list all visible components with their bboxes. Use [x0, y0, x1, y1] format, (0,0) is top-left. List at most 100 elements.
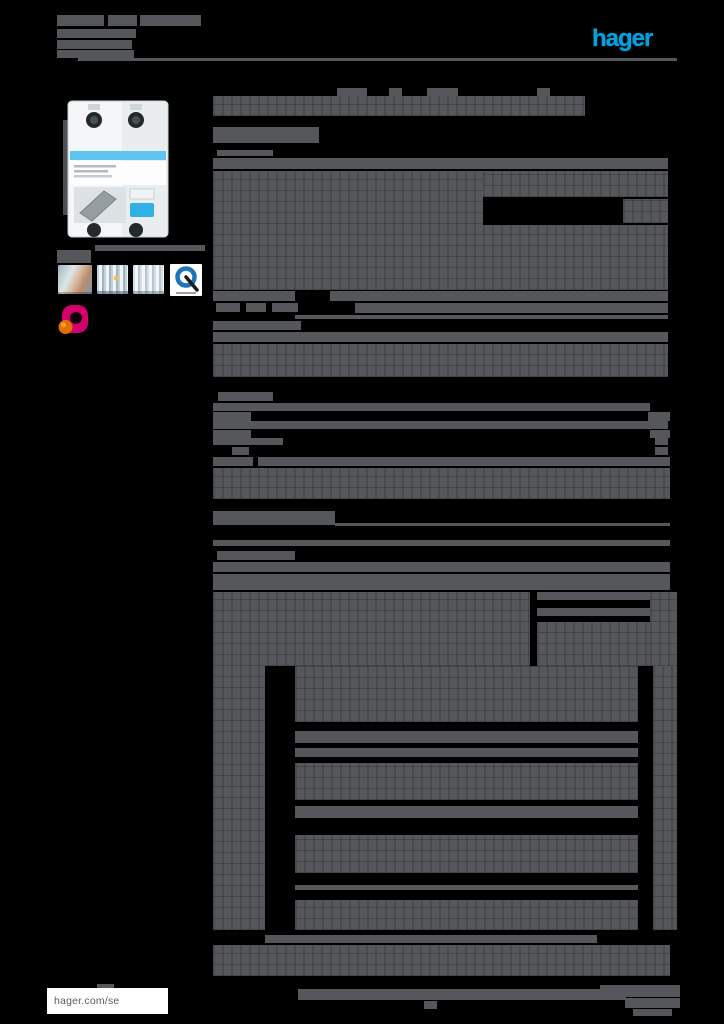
label-text-line [74, 165, 116, 168]
redacted-section-a [483, 171, 668, 197]
redacted-section-b [650, 430, 670, 438]
redacted-section-a [483, 225, 668, 290]
footer-website-box: hager.com/se [47, 988, 168, 1014]
redacted-section-a [213, 321, 301, 330]
redacted-header-address [140, 15, 201, 26]
redacted-section-a [355, 303, 668, 313]
redacted-section-c-header [335, 523, 670, 526]
redacted-header-address [57, 29, 136, 38]
redacted-title-block [337, 88, 367, 96]
screw-top-left-inner [90, 116, 98, 124]
redacted-section-b [213, 403, 650, 411]
redacted-section-b [655, 447, 668, 455]
redacted-spec-table [213, 574, 670, 590]
redacted-header-address [57, 40, 132, 49]
redacted-footer-bars [424, 1001, 437, 1009]
redacted-section-a [272, 303, 298, 312]
blue-stripe [70, 151, 166, 160]
redacted-footer-bars [600, 985, 680, 997]
redacted-spec-table [213, 592, 530, 666]
redacted-section-c-header [213, 511, 335, 525]
redacted-section-a [246, 303, 266, 312]
q-quality-mark-icon [175, 266, 199, 294]
pink-award-logo-icon [58, 305, 88, 334]
thumbnail-pink-label [57, 303, 90, 336]
redacted-section-b [258, 457, 670, 466]
redacted-footer-bars [97, 984, 114, 989]
redacted-spec-table [265, 935, 597, 943]
redacted-spec-table [295, 900, 638, 930]
thumbnail-q-mark [170, 264, 202, 296]
redacted-section-a [330, 291, 668, 301]
redacted-spec-table [295, 806, 638, 813]
redacted-spec-table [295, 748, 638, 757]
redacted-spec-table [650, 592, 677, 666]
redacted-section-a [213, 344, 668, 377]
screw-bottom-left [87, 223, 101, 237]
redacted-spec-table [295, 740, 638, 743]
redacted-section-a [213, 171, 483, 290]
label-text-line [74, 170, 108, 173]
thumbnail-photo-installation [58, 265, 92, 294]
redacted-section-b [213, 468, 670, 499]
redacted-footer-bars [298, 989, 626, 1000]
toggle-lever [79, 190, 117, 222]
thumbnail-photo-breaker-row-2 [133, 265, 164, 294]
redacted-section-b [213, 430, 251, 438]
redacted-spec-table [537, 592, 650, 600]
redacted-section-a [213, 291, 295, 301]
redacted-spec-table [295, 813, 638, 818]
redacted-spec-table [653, 666, 677, 930]
redacted-spec-table [213, 540, 670, 546]
redacted-image-shadow [95, 245, 205, 251]
redacted-section-b [213, 412, 251, 421]
redacted-spec-table [213, 945, 670, 976]
redacted-title-block [213, 96, 585, 116]
redacted-header-address [57, 50, 134, 58]
redacted-section-b [213, 438, 283, 445]
redacted-title-block [217, 150, 273, 156]
redacted-section-b [213, 457, 253, 466]
redacted-footer-bars [633, 1009, 672, 1016]
indicator-window [129, 188, 155, 200]
redacted-spec-table [217, 551, 295, 560]
redacted-spec-table [295, 666, 638, 722]
redacted-title-block [427, 88, 458, 96]
screw-top-right-inner [132, 116, 140, 124]
screw-bottom-right [129, 223, 143, 237]
redacted-spec-table [537, 608, 650, 616]
redacted-image-shadow [57, 250, 91, 263]
redacted-section-b [218, 392, 273, 401]
redacted-spec-table [295, 763, 638, 800]
redacted-header-address [57, 15, 104, 26]
redacted-section-a [623, 199, 668, 223]
footer-website-text: hager.com/se [54, 995, 120, 1007]
redacted-spec-table [537, 622, 650, 666]
redacted-section-a [295, 315, 668, 319]
label-text-line [74, 175, 112, 178]
din-rail-edge [63, 120, 68, 215]
product-image [63, 100, 169, 238]
redacted-title-block [537, 88, 550, 96]
redacted-title-block [389, 88, 402, 96]
redacted-spec-table [295, 885, 638, 890]
redacted-title-block [213, 127, 319, 143]
thumbnail-photo-breaker-row [97, 265, 128, 294]
redacted-spec-table [213, 666, 265, 930]
test-button [130, 203, 154, 217]
redacted-header-address [108, 15, 137, 26]
redacted-spec-table [295, 731, 638, 740]
redacted-section-a [216, 303, 240, 312]
redacted-footer-bars [625, 998, 680, 1008]
hager-logo: hager [592, 25, 653, 52]
redacted-header-rule [78, 58, 677, 61]
redacted-section-b [655, 438, 668, 445]
redacted-section-a [213, 332, 668, 342]
redacted-section-b [648, 412, 670, 421]
terminal-slot-left [88, 104, 100, 110]
redacted-section-a [213, 158, 668, 169]
redacted-section-b [232, 447, 249, 455]
terminal-slot-right [130, 104, 142, 110]
